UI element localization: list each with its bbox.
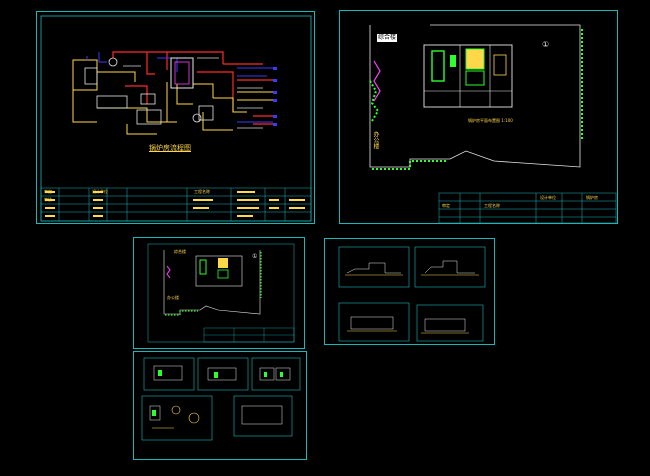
- plan-caption: 锅炉房平面布置图 1:100: [468, 118, 513, 123]
- flow-diagram-drawing: [40, 15, 312, 222]
- sheet-elevations[interactable]: [324, 238, 495, 345]
- sheet-floor-plan-small[interactable]: 综合楼 办公楼 ①: [133, 237, 305, 349]
- return-pipes: [72, 59, 273, 135]
- title-block-2-unit: 设计单位: [540, 195, 556, 200]
- office-label: 办公楼: [372, 131, 379, 149]
- title-block-2-drawing: 锅炉房: [586, 195, 598, 200]
- north-mark: ①: [542, 40, 550, 49]
- title-block-design-unit: 设计单位: [92, 189, 108, 194]
- diagram-title: 锅炉房流程图: [149, 144, 191, 152]
- small-office-label: 办公楼: [167, 295, 179, 300]
- sheet-boiler-floor-plan[interactable]: 综合楼 办公楼 ① 锅炉房平面布置图 1:100 工程名称 设计单位 审定 锅炉…: [339, 10, 618, 224]
- title-block-approve: 审定: [44, 189, 52, 194]
- small-north-mark: ①: [252, 253, 258, 260]
- title-block-1: [40, 187, 312, 222]
- title-block-2-project: 工程名称: [484, 203, 500, 208]
- site-hatch: [369, 29, 583, 170]
- hot-water-pipes: [112, 51, 273, 125]
- details-drawing: [141, 357, 301, 441]
- building-label-main: 综合楼: [377, 34, 398, 42]
- misc-pipes: [123, 57, 263, 129]
- title-block-1-marks: [45, 191, 305, 217]
- sheet-details[interactable]: [133, 351, 307, 460]
- title-block-project-name: 工程名称: [194, 189, 210, 194]
- small-plan-drawing: [147, 243, 295, 343]
- elevations-drawing: [338, 246, 486, 342]
- title-block-review: 审核: [44, 197, 52, 202]
- floor-plan-drawing: [369, 24, 617, 224]
- title-block-2: [438, 192, 617, 224]
- title-block-2-approve: 审定: [442, 203, 450, 208]
- small-building-label: 综合楼: [174, 249, 186, 254]
- boiler-outline: [373, 60, 381, 102]
- sheet-boiler-flow-diagram[interactable]: 锅炉房流程图 设计单位 工程名称 审定 审核: [36, 11, 315, 224]
- equipment: [84, 57, 214, 125]
